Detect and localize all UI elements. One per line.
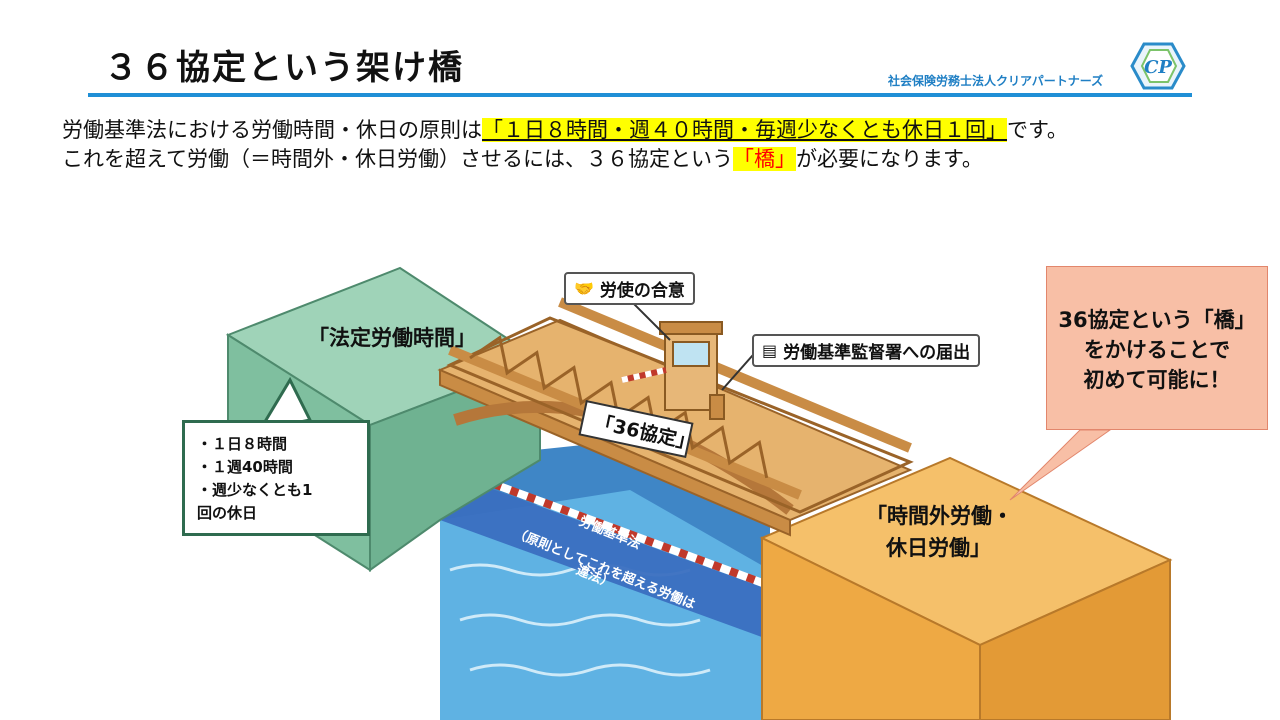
bridge	[437, 297, 1112, 537]
filing-tag-label: 労働基準監督署への届出	[783, 343, 971, 363]
legal-hours-list: ・１日８時間 ・１週40時間 ・週少なくとも1 回の休日	[182, 420, 370, 536]
bridge-illustration	[225, 266, 1173, 720]
left-block-label: 「法定労働時間」	[308, 326, 476, 350]
agreement-tag-label: 労使の合意	[599, 281, 685, 301]
document-icon: ▤	[762, 341, 778, 360]
callout-line: をかけることで	[1083, 338, 1231, 362]
filing-tag: ▤ 労働基準監督署への届出	[752, 334, 981, 367]
intro-line-2: これを超えて労働（＝時間外・休日労働）させるには、３６協定という「橋」が必要にな…	[62, 145, 1068, 174]
intro-line-2-pre: これを超えて労働（＝時間外・休日労働）させるには、３６協定という	[62, 147, 733, 171]
list-item: ・週少なくとも1	[197, 481, 313, 499]
header-rule	[88, 93, 1192, 97]
right-block	[759, 456, 1173, 720]
intro-line-1: 労働基準法における労働時間・休日の原則は「１日８時間・週４０時間・毎週少なくとも…	[62, 116, 1068, 145]
company-logo: CP	[1130, 42, 1186, 90]
page-title: ３６協定という架け橋	[104, 48, 464, 88]
intro-line-1-post: です。	[1007, 118, 1068, 142]
intro-line-2-highlight: 「橋」	[732, 147, 796, 171]
callout-line: 36協定という「橋」	[1058, 308, 1256, 332]
handshake-icon: 🤝	[574, 279, 594, 298]
intro-line-2-post: が必要になります。	[795, 147, 983, 171]
intro-line-1-pre: 労働基準法における労働時間・休日の原則は	[62, 118, 482, 142]
list-item: 回の休日	[197, 504, 258, 522]
right-block-label-1: 「時間外労働・	[866, 504, 1013, 528]
company-name: 社会保険労務士法人クリアパートナーズ	[888, 74, 1104, 88]
intro-text: 労働基準法における労働時間・休日の原則は「１日８時間・週４０時間・毎週少なくとも…	[62, 116, 1068, 174]
agreement-tag: 🤝 労使の合意	[564, 272, 695, 305]
list-item: ・１日８時間	[197, 435, 288, 453]
svg-text:CP: CP	[1144, 57, 1172, 78]
right-block-label-2: 休日労働」	[886, 536, 991, 560]
intro-line-1-highlight: 「１日８時間・週４０時間・毎週少なくとも休日１回」	[482, 118, 1007, 142]
list-item: ・１週40時間	[197, 458, 293, 476]
river	[440, 440, 770, 720]
callout-line: 初めて可能に！	[1083, 368, 1231, 392]
bridge-callout: 36協定という「橋」 をかけることで 初めて可能に！	[1046, 266, 1268, 430]
